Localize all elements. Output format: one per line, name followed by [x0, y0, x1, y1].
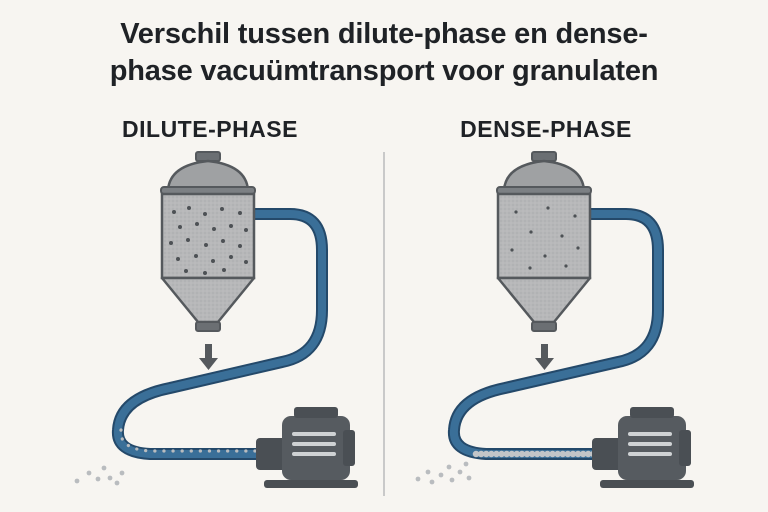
granule-icon	[415, 461, 472, 485]
hopper-icon	[496, 151, 592, 332]
title-line-2: phase vacuümtransport voor granulaten	[109, 55, 659, 87]
hopper-icon	[160, 151, 256, 332]
panel-label-dense: DENSE-PHASE	[460, 116, 632, 142]
panel-label-dilute: DILUTE-PHASE	[122, 116, 298, 142]
page-title: Verschil tussen dilute-phase en dense- p…	[0, 16, 768, 90]
granule-icon	[74, 465, 125, 486]
vacuum-pump-icon	[256, 407, 358, 488]
title-line-1: Verschil tussen dilute-phase en dense-	[120, 18, 648, 50]
dense-phase-system	[415, 151, 694, 488]
dilute-phase-system	[74, 151, 358, 488]
arrow-down-icon	[199, 344, 218, 370]
vacuum-pump-icon	[592, 407, 694, 488]
dilute-pipe	[111, 208, 328, 460]
arrow-down-icon	[535, 344, 554, 370]
